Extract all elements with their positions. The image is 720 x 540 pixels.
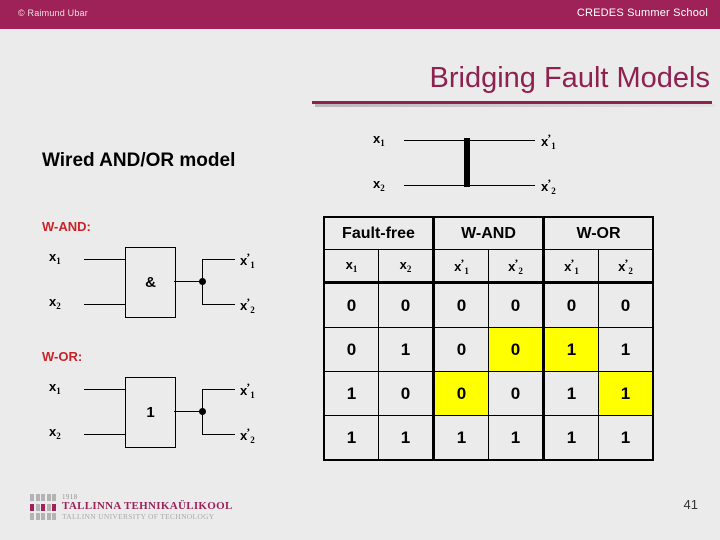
wor-branch-vertical [202, 389, 203, 434]
title-rule [312, 101, 712, 104]
logo-name-et: TALLINNA TEHNIKAÜLIKOOL [62, 500, 233, 513]
table-cell: 1 [598, 415, 654, 461]
table-group-header: W-OR [542, 216, 654, 250]
wor-output-wire [174, 411, 203, 412]
wand-input-wire-1 [84, 259, 125, 260]
table-cell: 0 [542, 281, 599, 328]
wand-label: W-AND: [42, 219, 91, 234]
table-cell-highlighted: 0 [488, 327, 544, 372]
logo-year: 1918 [62, 493, 78, 501]
table-cell-highlighted: 1 [542, 327, 599, 372]
copyright-text: © Raimund Ubar [18, 8, 88, 18]
wor-input-wire-2 [84, 434, 125, 435]
table-cell: 0 [488, 281, 544, 328]
table-cell-highlighted: 0 [432, 371, 489, 416]
table-cell: 1 [378, 415, 434, 461]
table-cell: 0 [378, 371, 434, 416]
wand-gate-symbol: & [145, 274, 156, 291]
wand-branch-vertical [202, 259, 203, 304]
table-cell: 1 [488, 415, 544, 461]
table-column-header: x’2 [488, 249, 544, 283]
wand-input-1-label: x1 [49, 249, 61, 266]
logo-bars-icon [30, 494, 56, 521]
table-cell: 0 [598, 281, 654, 328]
bridge-short-bar [464, 138, 470, 187]
table-cell: 0 [323, 281, 379, 328]
bridge-output-1-label: x’1 [541, 131, 556, 151]
logo-name-en: TALLINN UNIVERSITY OF TECHNOLOGY [62, 511, 215, 521]
section-heading: Wired AND/OR model [42, 150, 236, 171]
table-cell: 1 [542, 371, 599, 416]
table-cell: 0 [432, 281, 489, 328]
wand-output-1-label: x’1 [240, 250, 255, 270]
table-cell: 0 [432, 327, 489, 372]
wand-output-wire [174, 281, 203, 282]
wor-gate-box: 1 [125, 377, 176, 448]
wor-branch-bottom [202, 434, 235, 435]
table-column-header: x2 [378, 249, 434, 283]
wor-gate-symbol: 1 [146, 404, 155, 421]
wor-output-2-label: x’2 [240, 425, 255, 445]
bridge-input-1-label: x1 [373, 131, 385, 148]
wor-branch-top [202, 389, 235, 390]
table-cell: 1 [323, 371, 379, 416]
table-cell: 1 [598, 327, 654, 372]
table-cell: 1 [323, 415, 379, 461]
wand-output-2-label: x’2 [240, 295, 255, 315]
wand-branch-bottom [202, 304, 235, 305]
table-column-header: x’1 [432, 249, 489, 283]
table-cell: 1 [542, 415, 599, 461]
wor-output-1-label: x’1 [240, 380, 255, 400]
bridge-output-2-label: x’2 [541, 176, 556, 196]
table-cell: 0 [488, 371, 544, 416]
table-column-header: x’2 [598, 249, 654, 283]
wand-branch-top [202, 259, 235, 260]
table-cell: 1 [432, 415, 489, 461]
page-number: 41 [683, 497, 698, 512]
table-group-header: W-AND [432, 216, 544, 250]
wand-input-wire-2 [84, 304, 125, 305]
bridge-input-2-label: x2 [373, 176, 385, 193]
table-group-header: Fault-free [323, 216, 434, 250]
event-title: CREDES Summer School [576, 7, 708, 19]
table-cell: 0 [323, 327, 379, 372]
table-cell: 0 [378, 281, 434, 328]
title-rule-shadow [315, 104, 715, 107]
university-logo: 1918 TALLINNA TEHNIKAÜLIKOOL TALLINN UNI… [30, 493, 233, 521]
wand-input-2-label: x2 [49, 294, 61, 311]
table-cell: 1 [378, 327, 434, 372]
table-column-header: x1 [323, 249, 379, 283]
table-column-header: x’1 [542, 249, 599, 283]
wor-label: W-OR: [42, 349, 83, 364]
header-bar: © Raimund Ubar CREDES Summer School [0, 0, 720, 29]
page-title: Bridging Fault Models [429, 62, 710, 94]
wor-input-2-label: x2 [49, 424, 61, 441]
wand-gate-box: & [125, 247, 176, 318]
table-cell-highlighted: 1 [598, 371, 654, 416]
wor-input-1-label: x1 [49, 379, 61, 396]
wor-input-wire-1 [84, 389, 125, 390]
